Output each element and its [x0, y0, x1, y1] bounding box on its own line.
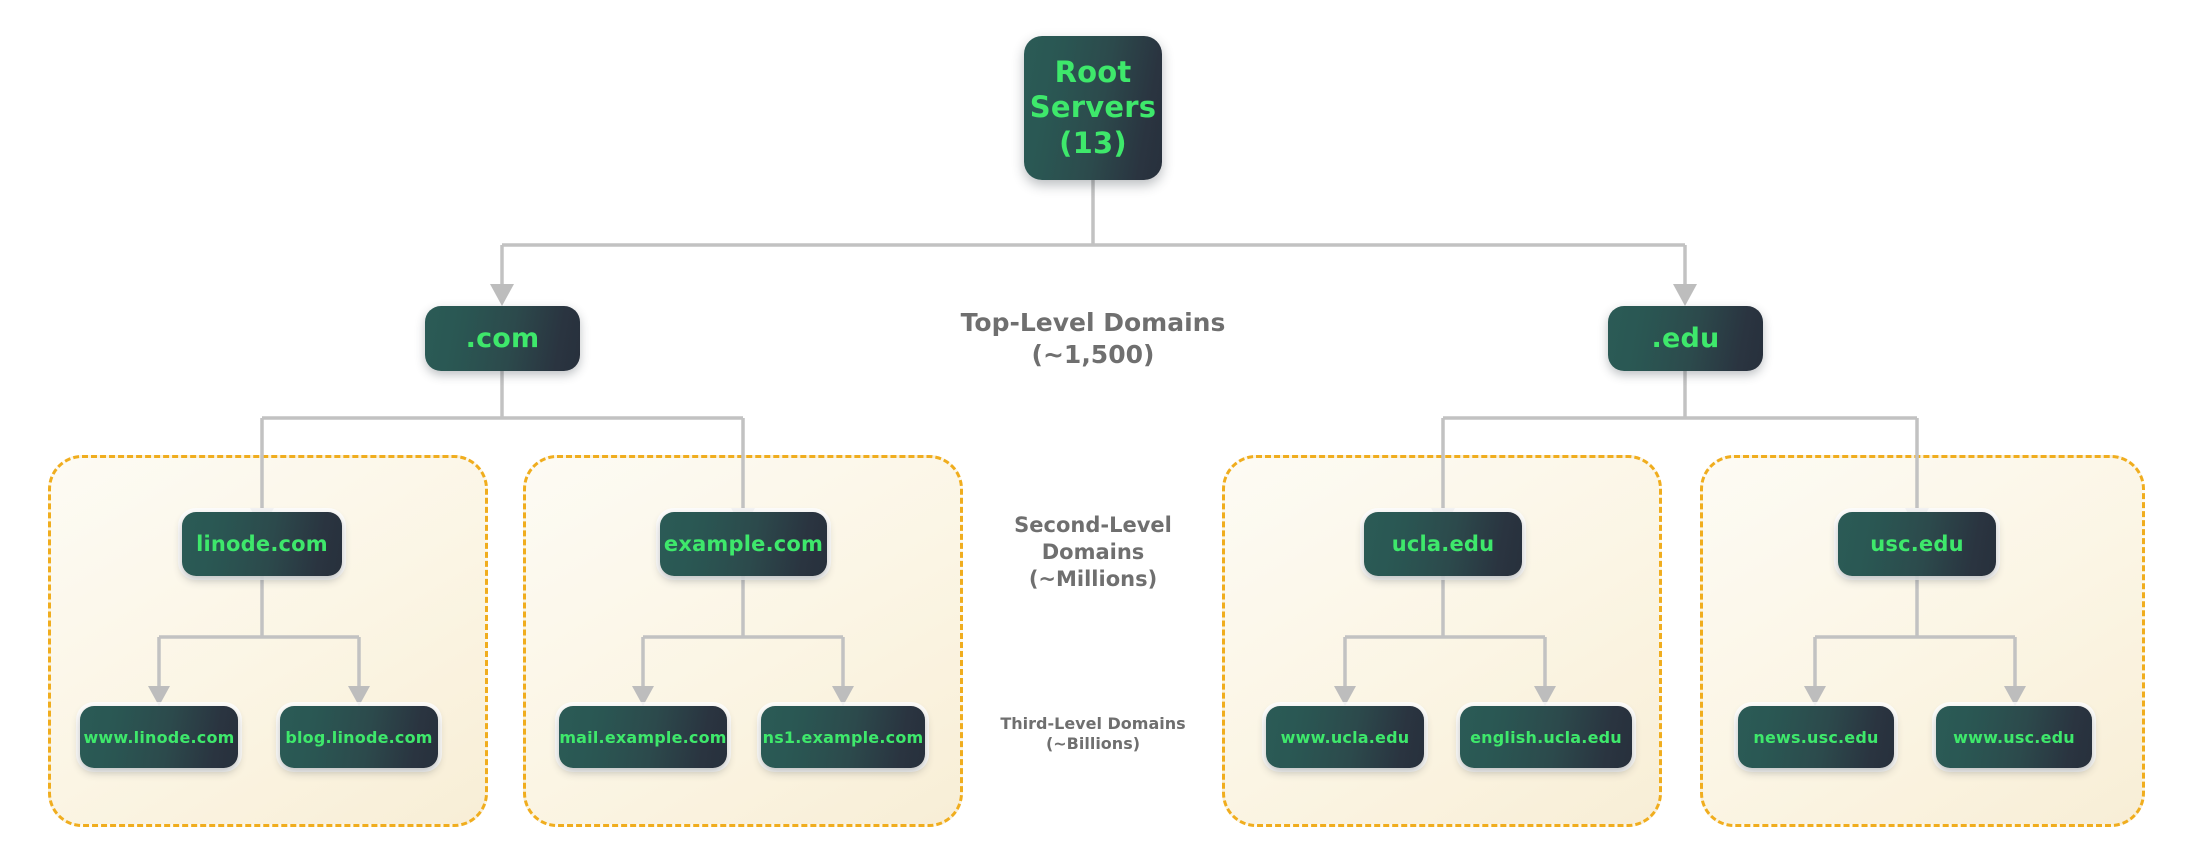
- node-tld-edu-label: .edu: [1651, 323, 1720, 354]
- node-third-ns1-example[interactable]: ns1.example.com: [761, 706, 925, 768]
- node-third-www-ucla-label: www.ucla.edu: [1280, 727, 1410, 747]
- arrowhead-edu: [1673, 284, 1697, 306]
- node-sld-ucla[interactable]: ucla.edu: [1364, 512, 1522, 576]
- node-third-news-usc[interactable]: news.usc.edu: [1738, 706, 1894, 768]
- node-sld-usc-label: usc.edu: [1870, 532, 1964, 556]
- node-third-english-ucla[interactable]: english.ucla.edu: [1460, 706, 1632, 768]
- node-sld-example[interactable]: example.com: [660, 512, 827, 576]
- caption-third-level-domains: Third-Level Domains (~Billions): [973, 714, 1213, 755]
- zone-box-usc: [1700, 455, 2145, 827]
- arrowhead-com: [490, 284, 514, 306]
- zone-box-linode: [48, 455, 488, 827]
- node-third-www-usc[interactable]: www.usc.edu: [1936, 706, 2092, 768]
- root-line-2: Servers: [1029, 90, 1157, 125]
- node-third-www-usc-label: www.usc.edu: [1953, 727, 2075, 747]
- node-third-english-ucla-label: english.ucla.edu: [1470, 727, 1622, 747]
- node-third-www-linode-label: www.linode.com: [83, 727, 235, 747]
- node-third-www-ucla[interactable]: www.ucla.edu: [1266, 706, 1424, 768]
- node-third-ns1-example-label: ns1.example.com: [762, 727, 924, 747]
- node-sld-linode-label: linode.com: [196, 532, 328, 556]
- node-third-mail-example[interactable]: mail.example.com: [559, 706, 727, 768]
- node-tld-com-label: .com: [465, 323, 540, 354]
- node-root-servers-label: Root Servers (13): [1030, 55, 1156, 161]
- node-tld-com[interactable]: .com: [425, 306, 580, 371]
- node-third-mail-example-label: mail.example.com: [559, 727, 727, 747]
- zone-box-ucla: [1222, 455, 1662, 827]
- node-third-blog-linode-label: blog.linode.com: [285, 727, 433, 747]
- caption-third-line-2: (~Billions): [1045, 734, 1141, 754]
- root-line-3: (13): [1059, 125, 1127, 160]
- root-line-1: Root: [1054, 54, 1132, 89]
- caption-top-level-domains: Top-Level Domains (~1,500): [893, 307, 1293, 371]
- node-third-blog-linode[interactable]: blog.linode.com: [280, 706, 438, 768]
- caption-tld-line-2: (~1,500): [1031, 340, 1155, 369]
- zone-box-example: [523, 455, 963, 827]
- caption-second-level-domains: Second-Level Domains (~Millions): [963, 512, 1223, 593]
- node-sld-ucla-label: ucla.edu: [1391, 532, 1495, 556]
- node-tld-edu[interactable]: .edu: [1608, 306, 1763, 371]
- node-sld-usc[interactable]: usc.edu: [1838, 512, 1996, 576]
- node-third-news-usc-label: news.usc.edu: [1753, 727, 1879, 747]
- node-sld-linode[interactable]: linode.com: [182, 512, 342, 576]
- caption-second-line-1: Second-Level Domains: [1014, 513, 1172, 564]
- caption-second-line-2: (~Millions): [1028, 566, 1158, 591]
- caption-tld-line-1: Top-Level Domains: [960, 308, 1226, 337]
- node-sld-example-label: example.com: [663, 532, 824, 556]
- caption-third-line-1: Third-Level Domains: [1000, 714, 1186, 733]
- node-third-www-linode[interactable]: www.linode.com: [80, 706, 238, 768]
- node-root-servers[interactable]: Root Servers (13): [1024, 36, 1162, 180]
